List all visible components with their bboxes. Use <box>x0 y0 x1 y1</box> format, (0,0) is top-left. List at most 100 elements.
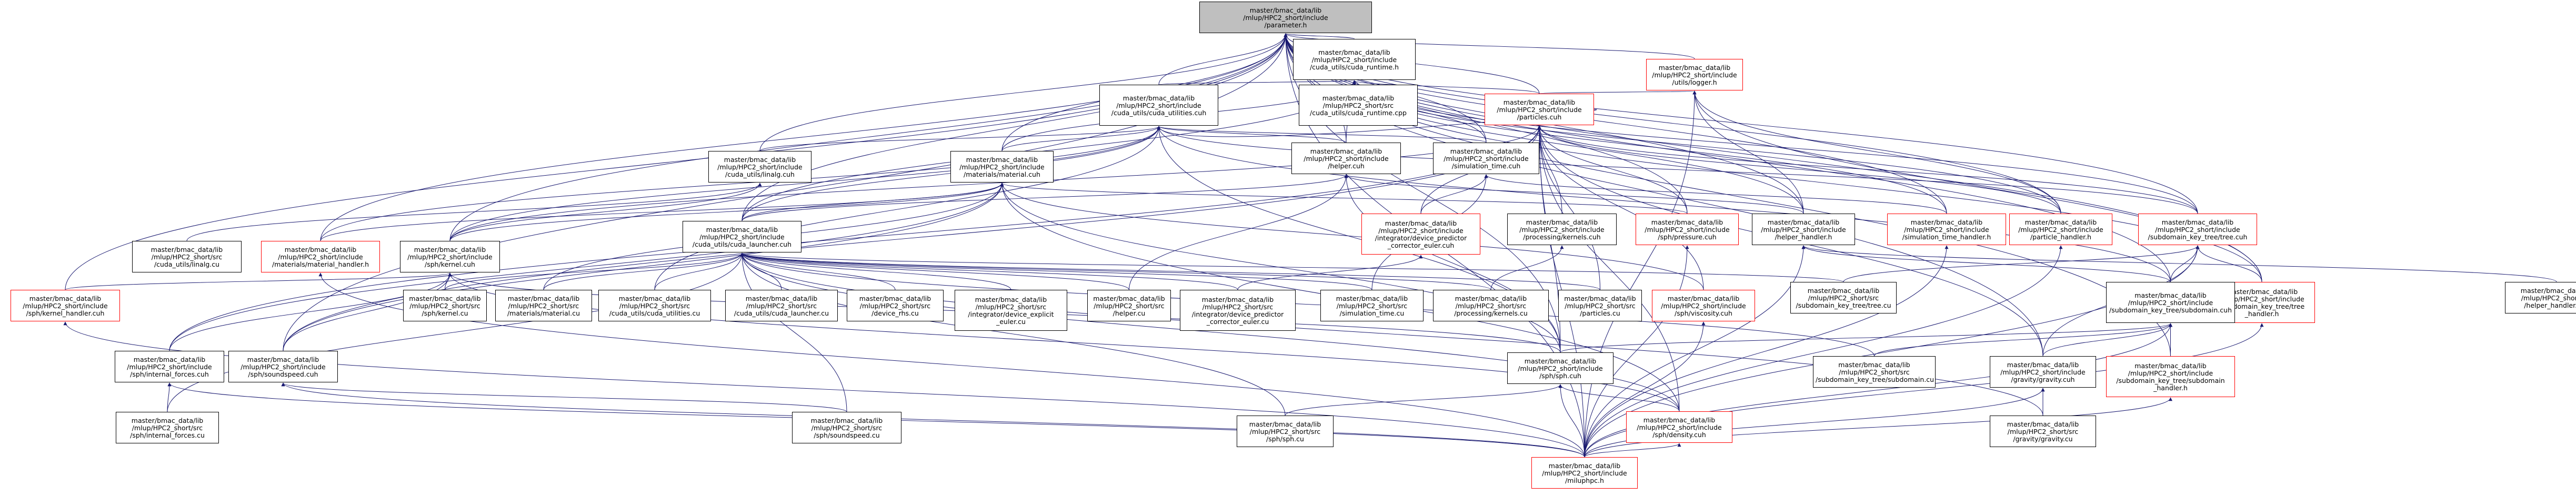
node-label-line: /simulation_time_handler.h <box>1902 233 1991 241</box>
node-label-line: master/bmac_data/lib <box>133 356 206 363</box>
graph-node-simulation-time-handler-h[interactable]: master/bmac_data/lib/mlup/HPC2_short/inc… <box>1887 214 2006 245</box>
graph-node-soundspeed-cuh[interactable]: master/bmac_data/lib/mlup/HPC2_short/inc… <box>228 351 338 382</box>
node-label-line: master/bmac_data/lib <box>29 295 102 302</box>
graph-node-kernel-cu[interactable]: master/bmac_data/lib/mlup/HPC2_short/src… <box>403 290 487 321</box>
graph-node-particles-cu[interactable]: master/bmac_data/lib/mlup/HPC2_short/src… <box>1558 290 1642 321</box>
edge-kernel-cu-to-cuda-launcher-cuh <box>445 252 744 290</box>
graph-node-subdomain-cuh[interactable]: master/bmac_data/lib/mlup/HPC2_short/inc… <box>2106 282 2235 323</box>
graph-node-logger-h[interactable]: master/bmac_data/lib/mlup/HPC2_short/inc… <box>1646 59 1743 90</box>
graph-node-miluphpc-h[interactable]: master/bmac_data/lib/mlup/HPC2_short/inc… <box>1531 457 1638 489</box>
graph-node-material-handler-h[interactable]: master/bmac_data/lib/mlup/HPC2_short/inc… <box>261 241 380 272</box>
edge-miluphpc-h-to-tree-handler-h <box>1584 323 2264 458</box>
edge-particles-cuh-to-logger-h <box>1539 90 1696 95</box>
graph-node-simulation-time-cu[interactable]: master/bmac_data/lib/mlup/HPC2_short/src… <box>1320 290 1424 321</box>
graph-node-processing-kernels-cuh[interactable]: master/bmac_data/lib/mlup/HPC2_short/inc… <box>1507 214 1617 245</box>
edge-device-rhs-cu-to-cuda-launcher-cuh <box>740 252 896 290</box>
graph-node-predictor-corrector-cu[interactable]: master/bmac_data/lib/mlup/HPC2_short/src… <box>1180 290 1296 331</box>
edge-miluphpc-h-to-sph-cuh <box>1558 384 1585 458</box>
node-label-line: /mlup/HPC2_short/src <box>1808 294 1879 302</box>
edge-internal-forces-cu-to-internal-forces-cuh <box>167 382 172 412</box>
node-label-line: /mlup/HPC2_short/src <box>1322 102 1394 109</box>
edge-miluphpc-h-to-particle-handler-h <box>1584 245 2063 458</box>
graph-node-soundspeed-cu[interactable]: master/bmac_data/lib/mlup/HPC2_short/src… <box>792 412 901 443</box>
node-label-line: /sph/internal_forces.cuh <box>130 370 209 378</box>
edge-processing-kernels-cuh-to-particles-cuh <box>1537 125 1562 214</box>
graph-node-tree-cu[interactable]: master/bmac_data/lib/mlup/HPC2_short/src… <box>1790 282 1897 313</box>
graph-node-gravity-cuh[interactable]: master/bmac_data/lib/mlup/HPC2_short/inc… <box>1990 356 2096 388</box>
node-label-line: /mlup/HPC2_short/src <box>1336 302 1408 310</box>
graph-node-predictor-corrector-cuh[interactable]: master/bmac_data/lib/mlup/HPC2_short/inc… <box>1361 214 1480 255</box>
node-label-line: master/bmac_data/lib <box>618 295 691 302</box>
node-label-line: /mlup/HPC2_short/include <box>1519 226 1605 234</box>
node-label-line: /subdomain_key_tree/tree.cuh <box>2148 233 2248 241</box>
edge-helper-cu-to-helper-cuh <box>1129 174 1348 290</box>
graph-node-viscosity-cuh[interactable]: master/bmac_data/lib/mlup/HPC2_short/inc… <box>1652 290 1755 321</box>
node-label-line: /mlup/HPC2_short/include <box>1904 226 1989 234</box>
graph-node-subdomain-key-tree-cuh[interactable]: master/bmac_data/lib/mlup/HPC2_short/inc… <box>2138 214 2257 245</box>
graph-node-density-cuh[interactable]: master/bmac_data/lib/mlup/HPC2_short/inc… <box>1626 411 1732 443</box>
graph-node-pressure-cuh[interactable]: master/bmac_data/lib/mlup/HPC2_short/inc… <box>1636 214 1739 245</box>
graph-node-helper-cuh[interactable]: master/bmac_data/lib/mlup/HPC2_short/inc… <box>1291 143 1401 174</box>
graph-node-cuda-utilities-cuh[interactable]: master/bmac_data/lib/mlup/HPC2_short/inc… <box>1099 85 1218 126</box>
edge-soundspeed-cuh-to-kernel-cuh <box>283 272 452 351</box>
graph-node-subdomain-handler-h[interactable]: master/bmac_data/lib/mlup/HPC2_short/inc… <box>2106 356 2235 397</box>
graph-node-sph-cuh[interactable]: master/bmac_data/lib/mlup/HPC2_short/inc… <box>1507 352 1613 384</box>
node-label-line: /mlup/HPC2_short/include <box>1311 56 1397 64</box>
edge-pressure-cuh-to-material-cuh <box>1000 183 1688 214</box>
node-label-line: /particles.cu <box>1580 309 1620 317</box>
node-label-line: /cuda_utils/cuda_launcher.cu <box>734 309 829 317</box>
node-label-line: /mlup/HPC2_short/include <box>1661 302 1746 310</box>
node-label-line: /particle_handler.h <box>2030 233 2092 241</box>
node-label-line: /mlup/HPC2_short/include <box>1444 155 1529 163</box>
graph-node-cuda-utilities-cu[interactable]: master/bmac_data/lib/mlup/HPC2_short/src… <box>598 290 711 321</box>
graph-node-helper-handler-cpp[interactable]: master/bmac_data/lib/mlup/HPC2_short/src… <box>2505 282 2576 313</box>
node-label-line: /mlup/HPC2_short/src <box>1455 302 1527 310</box>
graph-node-cuda-runtime-h[interactable]: master/bmac_data/lib/mlup/HPC2_short/inc… <box>1293 39 1416 80</box>
graph-node-kernel-handler-cuh[interactable]: master/bmac_data/lib/mlup/HPC2_short/inc… <box>11 290 120 321</box>
graph-node-internal-forces-cuh[interactable]: master/bmac_data/lib/mlup/HPC2_short/inc… <box>115 351 224 382</box>
edge-subdomain-cuh-to-cuda-utilities-cuh <box>1157 126 2171 282</box>
edge-predictor-corrector-cu-to-cuda-launcher-cuh <box>740 252 1238 290</box>
graph-node-subdomain-cu[interactable]: master/bmac_data/lib/mlup/HPC2_short/src… <box>1813 356 1936 388</box>
node-label-line: /gravity/gravity.cuh <box>2011 376 2075 383</box>
edge-predictor-corrector-cuh-to-simulation-time-cuh <box>1420 174 1488 214</box>
graph-node-particle-handler-h[interactable]: master/bmac_data/lib/mlup/HPC2_short/inc… <box>2009 214 2112 245</box>
graph-node-simulation-time-cuh[interactable]: master/bmac_data/lib/mlup/HPC2_short/inc… <box>1433 143 1539 174</box>
node-label-line: master/bmac_data/lib <box>1526 218 1598 226</box>
edge-processing-kernels-cu-to-processing-kernels-cuh <box>1490 245 1564 290</box>
node-label-line: /mlup/HPC2_short/include <box>1116 102 1201 109</box>
edge-kernel-cuh-to-cuda-utilities-cuh <box>449 126 1161 241</box>
graph-node-kernel-cuh[interactable]: master/bmac_data/lib/mlup/HPC2_short/inc… <box>400 241 500 272</box>
node-label-line: master/bmac_data/lib <box>1122 94 1195 102</box>
node-label-line: master/bmac_data/lib <box>1249 420 1321 428</box>
node-label-line: /mlup/HPC2_short/include <box>1497 106 1582 114</box>
graph-node-material-cu[interactable]: master/bmac_data/lib/mlup/HPC2_short/src… <box>495 290 592 321</box>
node-label-line: /miluphpc.h <box>1565 477 1604 484</box>
edge-sph-cuh-to-subdomain-cuh <box>1560 323 2172 353</box>
edge-helper-handler-h-to-logger-h <box>1692 90 1804 214</box>
graph-node-helper-handler-h[interactable]: master/bmac_data/lib/mlup/HPC2_short/inc… <box>1752 214 1855 245</box>
edge-helper-handler-cpp-to-helper-handler-h <box>1801 245 2557 282</box>
graph-node-explicit-euler-cu[interactable]: master/bmac_data/lib/mlup/HPC2_short/src… <box>955 290 1067 331</box>
graph-node-internal-forces-cu[interactable]: master/bmac_data/lib/mlup/HPC2_short/src… <box>116 412 219 443</box>
graph-node-material-cuh[interactable]: master/bmac_data/lib/mlup/HPC2_short/inc… <box>950 151 1054 183</box>
graph-node-helper-cu[interactable]: master/bmac_data/lib/mlup/HPC2_short/src… <box>1087 290 1171 321</box>
graph-node-cuda-launcher-cu[interactable]: master/bmac_data/lib/mlup/HPC2_short/src… <box>725 290 838 321</box>
node-label-line: _handler.h <box>2244 310 2279 318</box>
graph-node-processing-kernels-cu[interactable]: master/bmac_data/lib/mlup/HPC2_short/src… <box>1433 290 1549 321</box>
node-label-line: /mlup/HPC2_short/src <box>811 424 883 432</box>
edge-tree-handler-h-to-subdomain-key-tree-cuh <box>2196 245 2262 282</box>
graph-node-particles-cuh[interactable]: master/bmac_data/lib/mlup/HPC2_short/inc… <box>1485 94 1594 125</box>
node-label-line: /cuda_utils/cuda_utilities.cu <box>609 309 700 317</box>
graph-node-linalg-cu[interactable]: master/bmac_data/lib/mlup/HPC2_short/src… <box>132 241 242 272</box>
graph-node-cuda-launcher-cuh[interactable]: master/bmac_data/lib/mlup/HPC2_short/inc… <box>683 221 801 252</box>
graph-node-cuda-runtime-cpp[interactable]: master/bmac_data/lib/mlup/HPC2_short/src… <box>1299 85 1418 126</box>
graph-node-gravity-cu[interactable]: master/bmac_data/lib/mlup/HPC2_short/src… <box>1990 416 2096 447</box>
graph-node-params[interactable]: master/bmac_data/lib/mlup/HPC2_short/inc… <box>1199 2 1372 33</box>
graph-node-linalg-cuh[interactable]: master/bmac_data/lib/mlup/HPC2_short/inc… <box>708 151 811 183</box>
graph-node-sph-cu[interactable]: master/bmac_data/lib/mlup/HPC2_short/src… <box>1237 416 1334 447</box>
node-label-line: _euler.cu <box>996 318 1026 326</box>
graph-node-device-rhs-cu[interactable]: master/bmac_data/lib/mlup/HPC2_short/src… <box>847 290 944 321</box>
node-label-line: /mlup/HPC2_short/include <box>1243 14 1328 22</box>
edge-viscosity-cuh-to-material-cuh <box>1000 183 1704 290</box>
